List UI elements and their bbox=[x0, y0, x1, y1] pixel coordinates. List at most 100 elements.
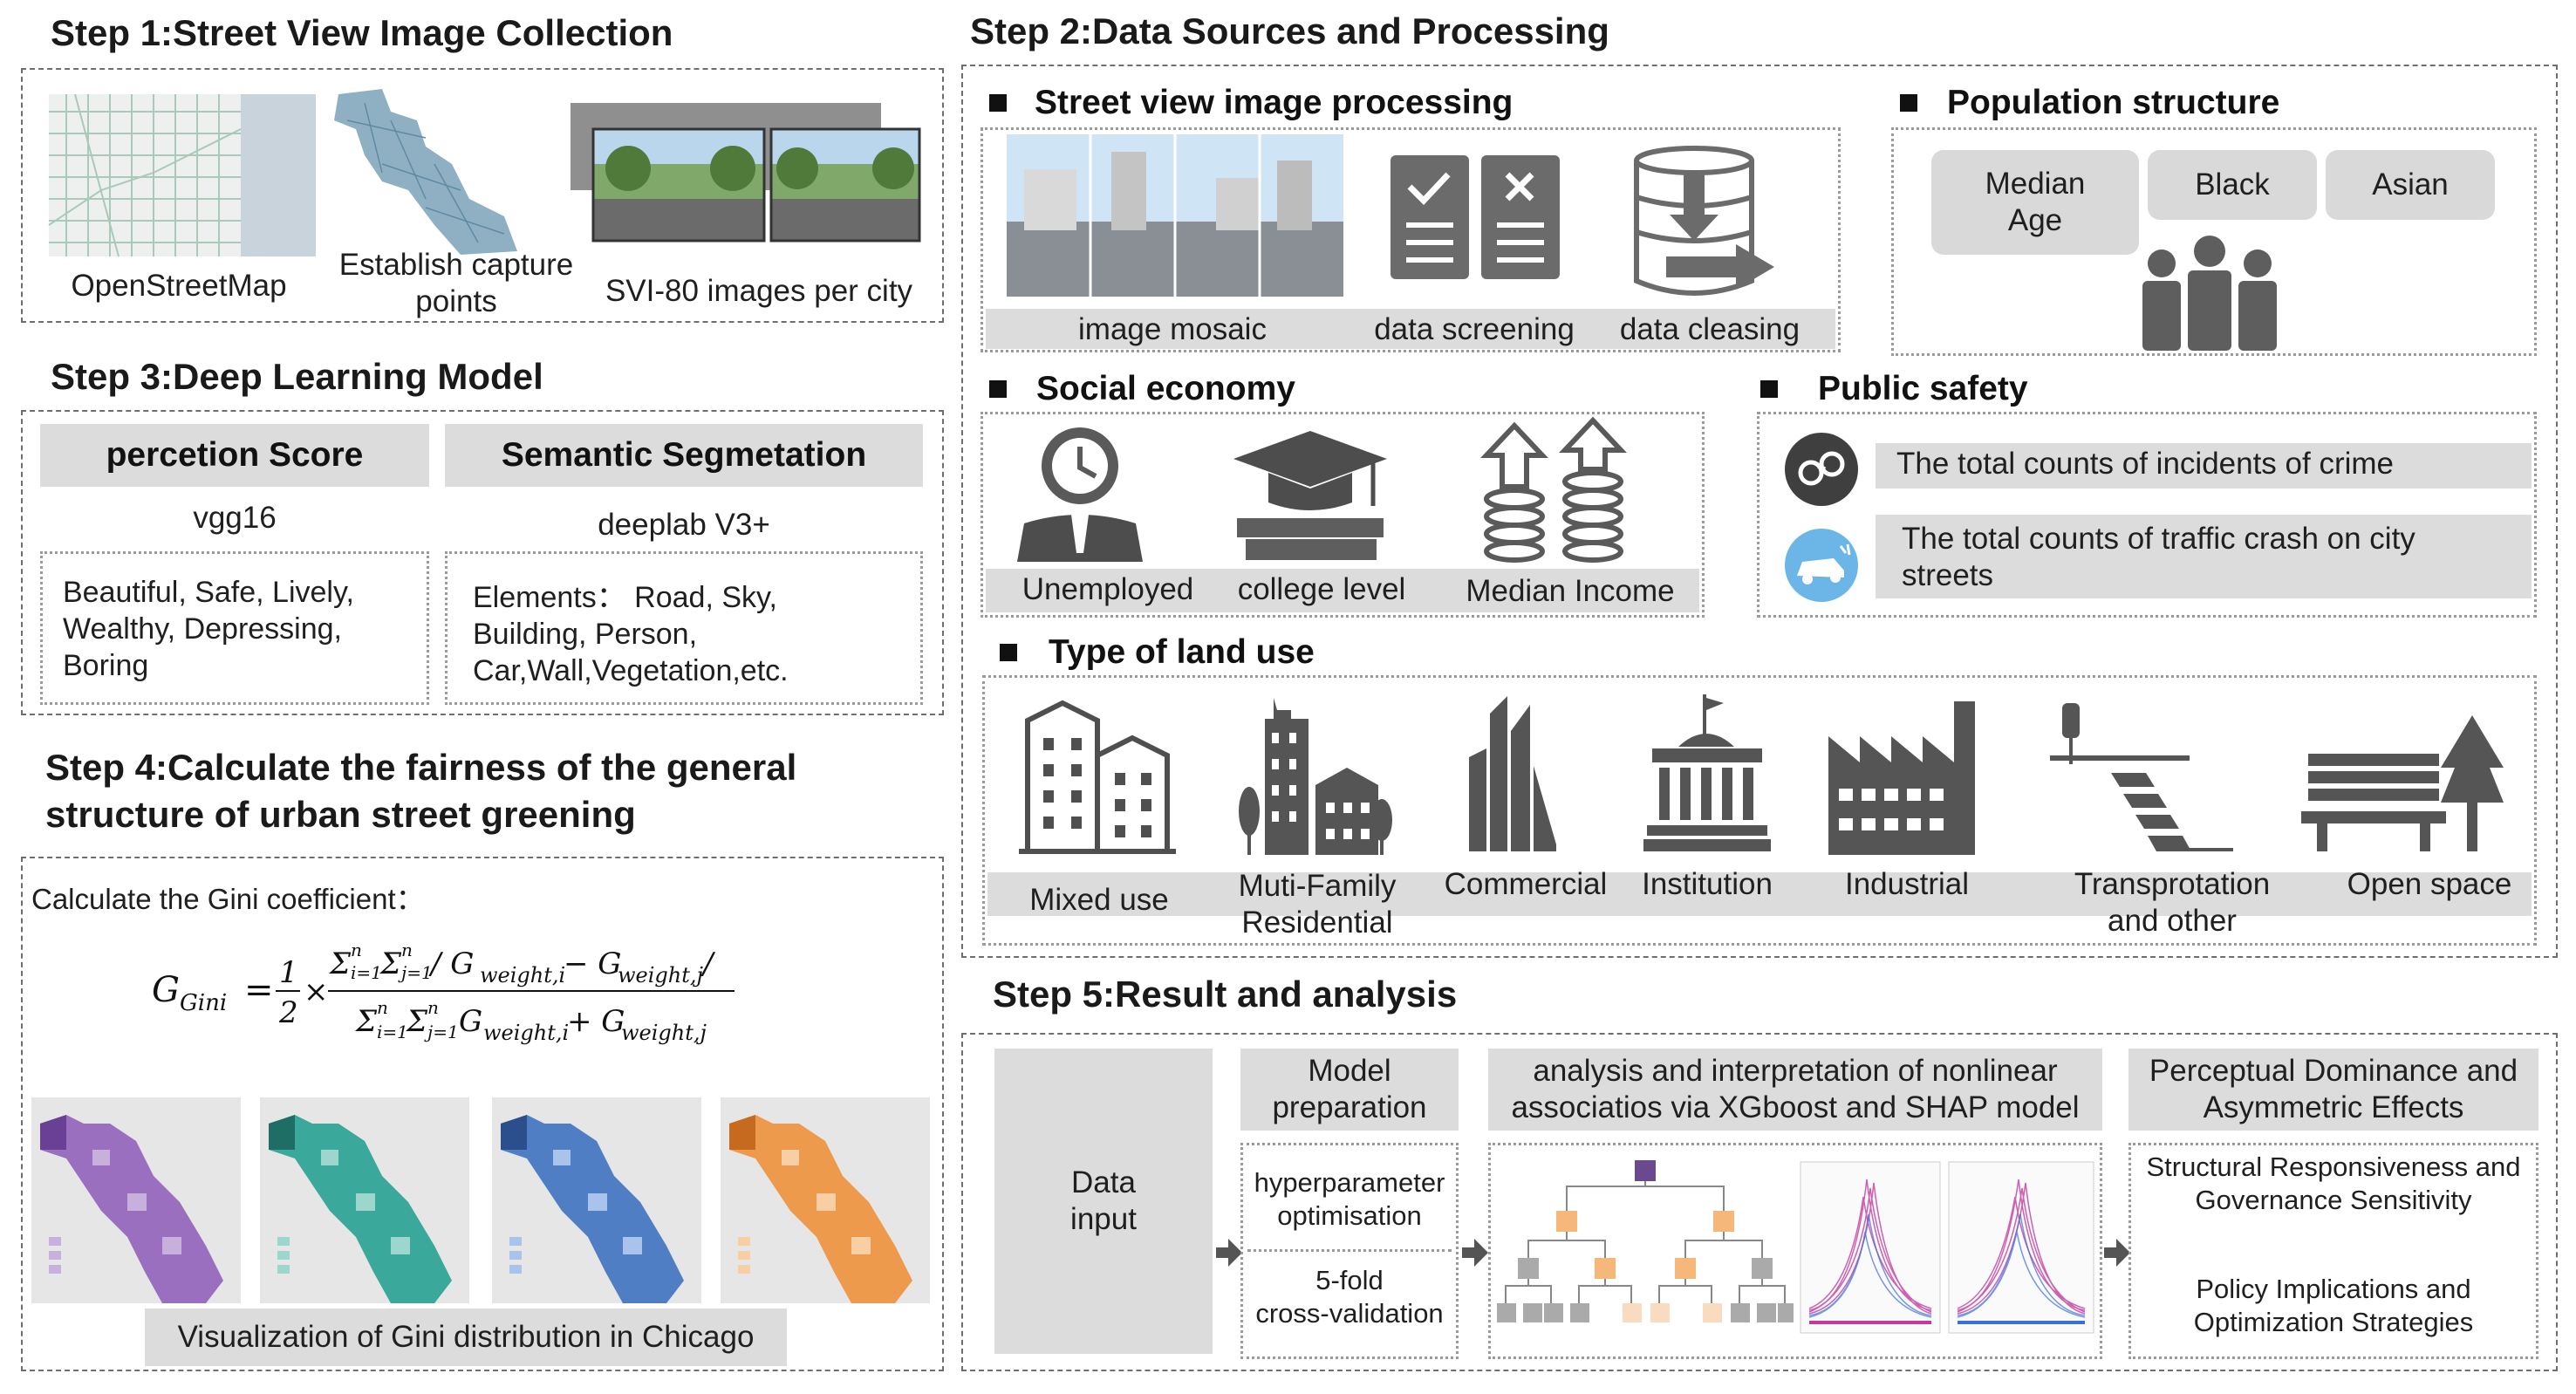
svg-text:weight,i: weight,i bbox=[483, 1021, 569, 1045]
svg-text:/ G: / G bbox=[428, 946, 474, 981]
gini-map-caption: Visualization of Gini distribution in Ch… bbox=[145, 1309, 787, 1366]
perception-item-line-3: Boring bbox=[63, 649, 149, 682]
svg-text:1: 1 bbox=[279, 955, 298, 990]
analysis-detail-box bbox=[1488, 1143, 2102, 1359]
data-cleasing-icon bbox=[1634, 146, 1774, 296]
step4-panel bbox=[21, 857, 944, 1371]
svg-text:2: 2 bbox=[278, 995, 298, 1030]
svg-text:G: G bbox=[459, 1004, 482, 1039]
crime-label: The total counts of incidents of crime bbox=[1896, 447, 2394, 481]
population-group-icon bbox=[2142, 236, 2277, 351]
social-economy-item-2: college level bbox=[1237, 572, 1406, 606]
segmentation-item-line-2: Building, Person, bbox=[473, 618, 698, 651]
svg-text:/: / bbox=[700, 946, 716, 981]
land-use-transport-line-1: Transprotation bbox=[2074, 867, 2271, 901]
svi-image-1 bbox=[591, 127, 766, 243]
land-use-title: Type of land use bbox=[1049, 633, 1315, 671]
segmentation-items-box bbox=[445, 551, 923, 705]
svi-label: SVI-80 images per city bbox=[605, 274, 913, 308]
unemployed-icon bbox=[1017, 427, 1143, 562]
model-prep-detail-box bbox=[1240, 1143, 1459, 1359]
perception-item-line-2: Wealthy, Depressing, bbox=[63, 612, 342, 646]
land-use-multi-line-2: Residential bbox=[1241, 905, 1393, 940]
data-input-line-1: Data bbox=[1071, 1165, 1136, 1199]
crime-handcuffs-icon bbox=[1785, 433, 1858, 506]
social-economy-box bbox=[981, 412, 1705, 618]
traffic-label-line-2: streets bbox=[1902, 558, 1994, 592]
bubble-median-age-line-2: Age bbox=[2007, 203, 2063, 237]
population-title: Population structure bbox=[1947, 84, 2280, 121]
svg-text:G: G bbox=[152, 970, 180, 1010]
traffic-bar bbox=[1876, 515, 2532, 598]
perceptual-line-2: Asymmetric Effects bbox=[2203, 1090, 2464, 1124]
osm-label: OpenStreetMap bbox=[71, 269, 287, 303]
hyper-line-2: optimisation bbox=[1277, 1200, 1422, 1231]
capture-points-map bbox=[334, 89, 517, 255]
arrow-2 bbox=[1462, 1239, 1488, 1267]
step5-panel bbox=[961, 1033, 2558, 1371]
svi-processing-item-3: data cleasing bbox=[1619, 312, 1800, 346]
open-space-icon bbox=[2301, 715, 2504, 851]
bubble-asian: Asian bbox=[2326, 150, 2495, 220]
public-safety-title: Public safety bbox=[1818, 370, 2028, 407]
analysis-line-2: associatios via XGboost and SHAP model bbox=[1511, 1090, 2080, 1124]
shap-plot-1 bbox=[1800, 1161, 1941, 1334]
cv-line-1: 5-fold bbox=[1315, 1265, 1384, 1295]
structural-line-1: Structural Responsiveness and bbox=[2146, 1151, 2521, 1182]
transportation-icon bbox=[2050, 703, 2233, 851]
svg-text:n: n bbox=[377, 997, 388, 1018]
social-economy-item-1: Unemployed bbox=[1022, 572, 1194, 606]
institution-icon bbox=[1643, 694, 1771, 851]
svi-processing-bullet bbox=[989, 94, 1007, 112]
policy-line-1: Policy Implications and bbox=[2196, 1274, 2471, 1304]
model-prep-line-1: Model bbox=[1308, 1054, 1391, 1088]
multi-family-residential-icon bbox=[1239, 698, 1392, 855]
deeplab-label: deeplab V3+ bbox=[598, 508, 770, 542]
land-use-open-space: Open space bbox=[2347, 867, 2512, 901]
perception-score-header: percetion Score bbox=[40, 424, 429, 487]
svg-text:+ G: + G bbox=[567, 1004, 625, 1039]
hyper-line-1: hyperparameter bbox=[1254, 1167, 1445, 1198]
segmentation-item-line-1: Elements： Road, Sky, bbox=[473, 581, 777, 614]
bubble-median-age-line-1: Median bbox=[1985, 167, 2086, 201]
land-use-label-bar bbox=[987, 872, 2532, 916]
svg-text:j=1: j=1 bbox=[424, 1022, 459, 1042]
gini-map-orange bbox=[721, 1097, 930, 1303]
gini-calc-label: Calculate the Gini coefficient： bbox=[31, 883, 425, 915]
results-detail-box bbox=[2128, 1143, 2538, 1359]
svg-text:Σ: Σ bbox=[354, 1004, 378, 1039]
mixed-use-icon bbox=[1019, 700, 1176, 854]
median-income-icon bbox=[1480, 416, 1627, 563]
perceptual-dominance-box: Perceptual Dominance and Asymmetric Effe… bbox=[2128, 1049, 2538, 1131]
commercial-icon bbox=[1469, 696, 1556, 851]
analysis-box: analysis and interpretation of nonlinear… bbox=[1488, 1049, 2102, 1131]
svg-text:Σ: Σ bbox=[328, 946, 352, 981]
step3-panel bbox=[21, 410, 944, 715]
model-prep-line-2: preparation bbox=[1272, 1090, 1427, 1124]
analysis-line-1: analysis and interpretation of nonlinear bbox=[1533, 1054, 2058, 1088]
svi-processing-box bbox=[981, 127, 1841, 352]
step1-title: Step 1:Street View Image Collection bbox=[51, 12, 673, 53]
social-economy-label-bar bbox=[986, 569, 1699, 612]
image-mosaic-icon bbox=[1007, 134, 1343, 297]
traffic-label-line-1: The total counts of traffic crash on cit… bbox=[1902, 522, 2415, 556]
land-use-multi-line-1: Muti-Family bbox=[1238, 869, 1397, 903]
svg-text:n: n bbox=[427, 997, 439, 1018]
svg-text:j=1: j=1 bbox=[398, 962, 433, 983]
land-use-commercial: Commercial bbox=[1444, 867, 1608, 901]
svg-text:Σ: Σ bbox=[379, 946, 402, 981]
svi-processing-item-2: data screening bbox=[1374, 312, 1575, 346]
xgboost-tree-diagram bbox=[1497, 1160, 1794, 1322]
svi-image-2 bbox=[769, 127, 921, 243]
social-economy-bullet bbox=[989, 380, 1007, 398]
gini-map-blue bbox=[492, 1097, 701, 1303]
data-screening-icon bbox=[1390, 155, 1560, 279]
step3-title: Step 3:Deep Learning Model bbox=[51, 356, 543, 397]
bubble-black: Black bbox=[2148, 150, 2317, 220]
svg-text:n: n bbox=[351, 940, 362, 960]
perceptual-line-1: Perceptual Dominance and bbox=[2149, 1054, 2518, 1088]
social-economy-title: Social economy bbox=[1036, 370, 1295, 407]
model-prep-box: Model preparation bbox=[1240, 1049, 1459, 1131]
bubble-median-age: Median Age bbox=[1931, 150, 2139, 255]
